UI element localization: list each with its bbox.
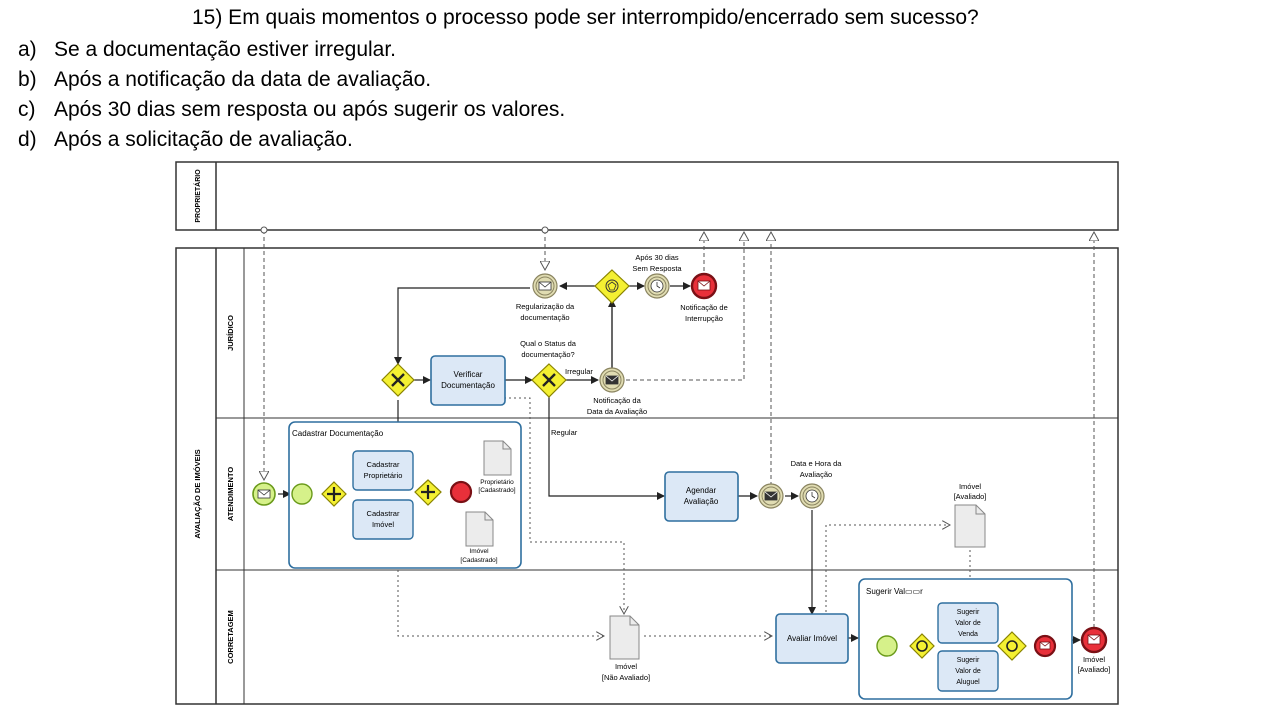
subprocess-title: Sugerir Val▭▭r (866, 587, 923, 596)
option-c[interactable]: c) Após 30 dias sem resposta ou após suge… (18, 98, 565, 122)
gateway-exclusive-status (531, 363, 567, 398)
data-object-label: Imóvel (469, 548, 489, 555)
option-letter: b) (18, 68, 37, 91)
task-label: Verificar (454, 370, 483, 379)
lane-label-corretagem: CORRETAGEM (226, 610, 235, 664)
data-object-label: [Cadastrado] (460, 557, 497, 564)
task-label: Sugerir (957, 657, 980, 664)
lane-label-juridico: JURÍDICO (226, 315, 235, 351)
task-sugerir-valor-aluguel[interactable]: Sugerir Valor de Aluguel (937, 650, 999, 692)
pool-proprietario: PROPRIETÁRIO (175, 161, 1119, 231)
task-agendar-avaliacao[interactable]: Agendar Avaliação (664, 471, 739, 522)
option-text: Após a notificação da data de avaliação. (54, 68, 432, 91)
data-object-label: [Avaliado] (954, 492, 987, 501)
data-object-imovel-cadastrado: Imóvel [Cadastrado] (460, 511, 498, 564)
start-event-subprocess (291, 483, 313, 505)
task-cadastrar-proprietario[interactable]: Cadastrar Proprietário (352, 450, 414, 491)
option-letter: a) (18, 38, 37, 61)
task-label: Cadastrar (367, 460, 400, 469)
gateway-inclusive-split (909, 633, 935, 659)
data-object-imovel-nao-avaliado: Imóvel [Não Avaliado] (602, 615, 650, 682)
data-object-proprietario-cadastrado: Proprietário [Cadastrado] (478, 440, 516, 494)
flow-label-irregular: Irregular (565, 367, 593, 376)
subprocess-cadastrar-documentacao[interactable]: Cadastrar Documentação (288, 421, 522, 569)
event-label: [Avaliado] (1078, 665, 1111, 674)
task-label: Documentação (441, 381, 495, 390)
data-object-label: [Não Avaliado] (602, 673, 650, 682)
data-object-label: Proprietário (480, 479, 514, 486)
start-event-message (252, 482, 276, 506)
intermediate-event-regularizacao: Regularização da documentação (516, 273, 575, 322)
option-a[interactable]: a) Se a documentação estiver irregular. (18, 38, 396, 62)
option-letter: d) (18, 128, 37, 151)
start-event-sugerir (876, 635, 898, 657)
event-label: Data da Avaliação (587, 407, 647, 416)
gateway-label: Qual o Status da (520, 339, 577, 348)
timer-event-data-hora: Data e Hora da Avaliação (791, 459, 843, 509)
task-label: Agendar (686, 486, 717, 495)
intermediate-event-notificacao-data: Notificação da Data da Avaliação (587, 367, 647, 416)
question-text: 15) Em quais momentos o processo pode se… (192, 6, 979, 29)
gateway-label: documentação? (521, 350, 574, 359)
event-label: documentação (520, 313, 569, 322)
data-object-label: [Cadastrado] (478, 487, 515, 494)
task-label: Imóvel (372, 520, 394, 529)
end-event-subprocess (449, 480, 473, 504)
option-text: Após 30 dias sem resposta ou após sugeri… (54, 98, 566, 121)
task-label: Sugerir (957, 609, 980, 616)
pool-label-proprietario: PROPRIETÁRIO (193, 169, 202, 223)
gateway-exclusive-merge (381, 363, 415, 397)
data-object-label: Imóvel (615, 662, 637, 671)
option-text: Se a documentação estiver irregular. (54, 38, 397, 61)
event-label: Notificação da (593, 396, 641, 405)
end-event-imovel-avaliado: Imóvel [Avaliado] (1078, 626, 1111, 674)
timer-event-apos-30-dias: Após 30 dias Sem Resposta (632, 253, 682, 299)
subprocess-title: Cadastrar Documentação (292, 429, 384, 438)
option-b[interactable]: b) Após a notificação da data de avaliaçã… (18, 68, 431, 92)
task-verificar-documentacao[interactable]: Verificar Documentação (430, 355, 506, 406)
event-label: Regularização da (516, 302, 575, 311)
gateway-inclusive-join (997, 631, 1027, 661)
task-label: Valor de (955, 668, 981, 675)
end-event-notificacao-interrupcao: Notificação de Interrupção (680, 272, 728, 323)
data-object-label: Imóvel (959, 482, 981, 491)
task-label: Proprietário (364, 471, 403, 480)
task-avaliar-imovel[interactable]: Avaliar Imóvel (775, 613, 849, 664)
option-letter: c) (18, 98, 36, 121)
task-label: Avaliar Imóvel (787, 634, 837, 643)
task-label: Avaliação (684, 497, 719, 506)
option-text: Após a solicitação de avaliação. (54, 128, 353, 151)
pool-label-avaliacao: AVALIAÇÃO DE IMÓVEIS (193, 449, 202, 538)
intermediate-event-message-atendimento (758, 483, 784, 509)
event-label: Data e Hora da (791, 459, 843, 468)
task-label: Venda (958, 631, 978, 638)
task-label: Aluguel (956, 679, 980, 686)
event-label: Imóvel (1083, 655, 1105, 664)
task-sugerir-valor-venda[interactable]: Sugerir Valor de Venda (937, 602, 999, 644)
option-d[interactable]: d) Após a solicitação de avaliação. (18, 128, 353, 152)
lane-label-atendimento: ATENDIMENTO (226, 467, 235, 521)
gateway-parallel-join (414, 479, 442, 506)
event-label: Avaliação (800, 470, 832, 479)
task-cadastrar-imovel[interactable]: Cadastrar Imóvel (352, 499, 414, 540)
event-label: Interrupção (685, 314, 723, 323)
gateway-event-based (594, 269, 630, 304)
gateway-parallel-split (321, 481, 347, 507)
flow-label-regular: Regular (551, 428, 578, 437)
end-event-message-sugerir (1033, 634, 1057, 658)
event-label: Sem Resposta (632, 264, 682, 273)
message-flows (264, 230, 1094, 628)
data-object-imovel-avaliado: Imóvel [Avaliado] (954, 482, 987, 548)
task-label: Cadastrar (367, 509, 400, 518)
task-label: Valor de (955, 620, 981, 627)
event-label: Após 30 dias (635, 253, 679, 262)
event-label: Notificação de (680, 303, 728, 312)
